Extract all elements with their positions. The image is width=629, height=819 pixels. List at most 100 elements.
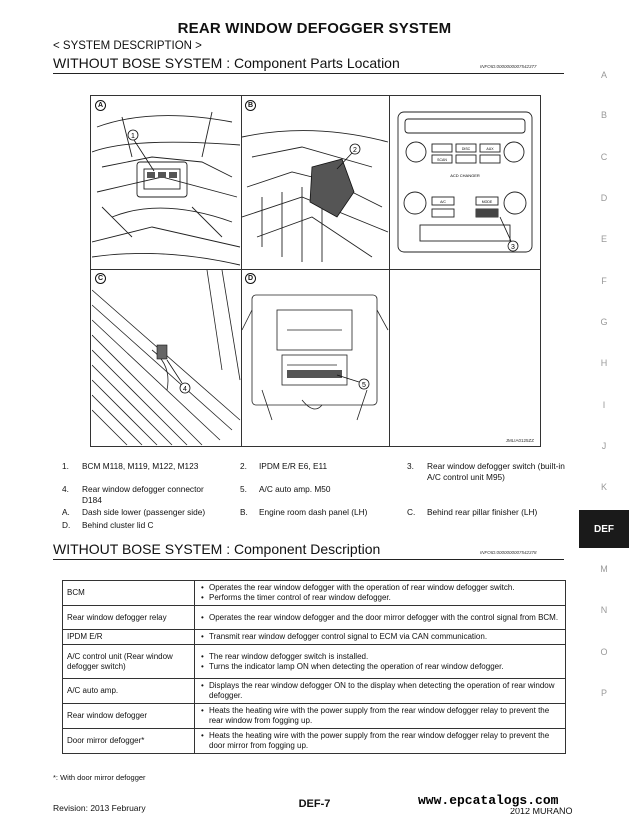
bullet-text: Operates the rear window defogger and th… [209, 612, 559, 622]
bullet-text: Turns the indicator lamp ON when detecti… [209, 661, 504, 671]
table-row: Rear window defogger • Heats the heating w… [62, 703, 566, 729]
description-bullet: • Operates the rear window defogger with … [201, 583, 561, 593]
callout-3: 3 [511, 244, 515, 251]
table-footnote: *: With door mirror defogger [53, 773, 146, 782]
legend-num: 4. [62, 484, 69, 494]
description-bullet: • Heats the heating wire with the power s… [201, 731, 561, 751]
side-index-tab[interactable]: N [600, 605, 608, 615]
legend-text: Behind rear pillar finisher (LH) [427, 507, 538, 517]
component-description-table: BCM • Operates the rear window defogger wi… [62, 580, 566, 754]
component-name: Rear window defogger [62, 703, 195, 729]
component-description: • Heats the heating wire with the power s… [194, 703, 566, 729]
component-name: Rear window defogger relay [62, 605, 195, 630]
table-row: Rear window defogger relay•Operates the … [62, 605, 566, 630]
watermark: www.epcatalogs.com [418, 793, 559, 808]
side-index-tab[interactable]: E [600, 234, 607, 244]
figure-code: JMLIA0125ZZ [505, 438, 534, 443]
component-description: •Operates the rear window defogger and t… [194, 605, 566, 630]
side-index-tab[interactable]: H [600, 358, 608, 368]
side-index-tab[interactable]: A [600, 70, 607, 80]
section-info-id: INFOID:0000000007542377 [480, 64, 537, 69]
panel-label-c: C [95, 273, 106, 284]
component-description: • Heats the heating wire with the power s… [194, 728, 566, 754]
label-acd-changer: ACD CHANGER [450, 173, 480, 178]
bullet-text: Operates the rear window defogger with t… [209, 583, 515, 592]
callout-5: 5 [362, 382, 366, 389]
description-bullet: •Performs the timer control of rear wind… [201, 593, 561, 603]
panel-label-a: A [95, 100, 106, 111]
bullet-text: Displays the rear window defogger ON to … [209, 681, 555, 700]
side-index-tab[interactable]: P [600, 688, 607, 698]
component-description: • Operates the rear window defogger with … [194, 580, 566, 606]
label-aux: AUX [486, 147, 494, 151]
description-bullet: •The rear window defogger switch is inst… [201, 652, 561, 662]
legend-num: D. [62, 520, 71, 530]
breadcrumb[interactable]: < SYSTEM DESCRIPTION > [53, 40, 202, 52]
side-index-tab[interactable]: DEF [579, 510, 629, 548]
legend-num: 1. [62, 461, 69, 471]
section-divider [53, 559, 564, 560]
side-index-tab[interactable]: O [600, 647, 608, 657]
bullet-icon: • [201, 681, 204, 690]
callout-4: 4 [183, 386, 187, 393]
table-row: A/C auto amp. • Displays the rear window d… [62, 678, 566, 704]
legend-num: 3. [407, 461, 414, 471]
figure-legend: 1. BCM M118, M119, M122, M123 2. IPDM E/… [62, 461, 565, 531]
legend-num: A. [62, 507, 70, 517]
section-heading-parts-location: WITHOUT BOSE SYSTEM : Component Parts Lo… [53, 55, 400, 71]
table-row: BCM • Operates the rear window defogger wi… [62, 580, 566, 606]
side-index-tab[interactable]: D [600, 193, 608, 203]
bullet-icon: • [201, 593, 204, 602]
page-title: REAR WINDOW DEFOGGER SYSTEM [177, 20, 452, 37]
component-name: BCM [62, 580, 195, 606]
footer-page-number: DEF-7 [298, 798, 331, 810]
side-index-tab[interactable]: K [600, 482, 607, 492]
label-mode: MODE [482, 200, 493, 204]
bullet-text: Heats the heating wire with the power su… [209, 706, 550, 725]
legend-text: IPDM E/R E6, E11 [259, 461, 328, 471]
description-bullet: • Turns the indicator lamp ON when detect… [201, 662, 561, 672]
callout-2: 2 [353, 147, 357, 154]
component-location-figure: 1 A 2 B ACD CHANGER DISC AUX [90, 95, 541, 447]
description-bullet: • Heats the heating wire with the power s… [201, 706, 561, 726]
label-scan: SCAN [437, 158, 447, 162]
legend-num: 5. [240, 484, 247, 494]
side-index-tab[interactable]: F [601, 276, 607, 286]
legend-text: Rear window defogger switch (built-in A/… [427, 461, 565, 482]
legend-text: BCM M118, M119, M122, M123 [82, 461, 199, 471]
side-index-tab[interactable]: M [600, 564, 608, 574]
ipdm-location-illustration: 2 [242, 130, 389, 262]
table-row: Door mirror defogger*•Heats the heating … [62, 728, 566, 754]
component-name: A/C control unit (Rear window defogger s… [62, 644, 195, 679]
side-index-tab[interactable]: J [601, 441, 607, 451]
side-index-tab[interactable]: I [602, 400, 606, 410]
description-bullet: •Transmit rear window defogger control s… [201, 632, 561, 642]
side-index-tab[interactable]: G [600, 317, 608, 327]
component-description: •The rear window defogger switch is inst… [194, 644, 566, 679]
cluster-lid-illustration: 5 [242, 294, 389, 421]
bullet-icon: • [201, 583, 204, 592]
legend-text: Dash side lower (passenger side) [82, 507, 206, 517]
legend-text: Rear window defogger connector D184 [82, 484, 204, 505]
section-info-id: INFOID:0000000007542378 [480, 550, 537, 555]
side-index-tab[interactable]: C [600, 152, 608, 162]
footer-model: 2012 MURANO [510, 806, 573, 816]
legend-text: A/C auto amp. M50 [259, 484, 331, 494]
label-disc: DISC [462, 147, 471, 151]
bullet-icon: • [201, 731, 204, 740]
component-name: A/C auto amp. [62, 678, 195, 704]
legend-text: Behind cluster lid C [82, 520, 154, 530]
footer-revision: Revision: 2013 February [53, 803, 146, 813]
bullet-text: Heats the heating wire with the power su… [209, 731, 550, 750]
table-row: A/C control unit (Rear window defogger s… [62, 644, 566, 679]
section-heading-component-description: WITHOUT BOSE SYSTEM : Component Descript… [53, 541, 381, 557]
ac-control-unit-illustration: ACD CHANGER DISC AUX SCAN MODE A/C 3 [397, 111, 533, 253]
bullet-text: Transmit rear window defogger control si… [209, 632, 488, 641]
table-row: IPDM E/R•Transmit rear window defogger c… [62, 629, 566, 645]
bullet-icon: • [201, 661, 204, 671]
section-divider [53, 73, 564, 74]
side-index-tab[interactable]: B [600, 110, 607, 120]
bullet-icon: • [201, 706, 204, 715]
panel-label-d: D [245, 273, 256, 284]
bullet-icon: • [201, 651, 204, 661]
